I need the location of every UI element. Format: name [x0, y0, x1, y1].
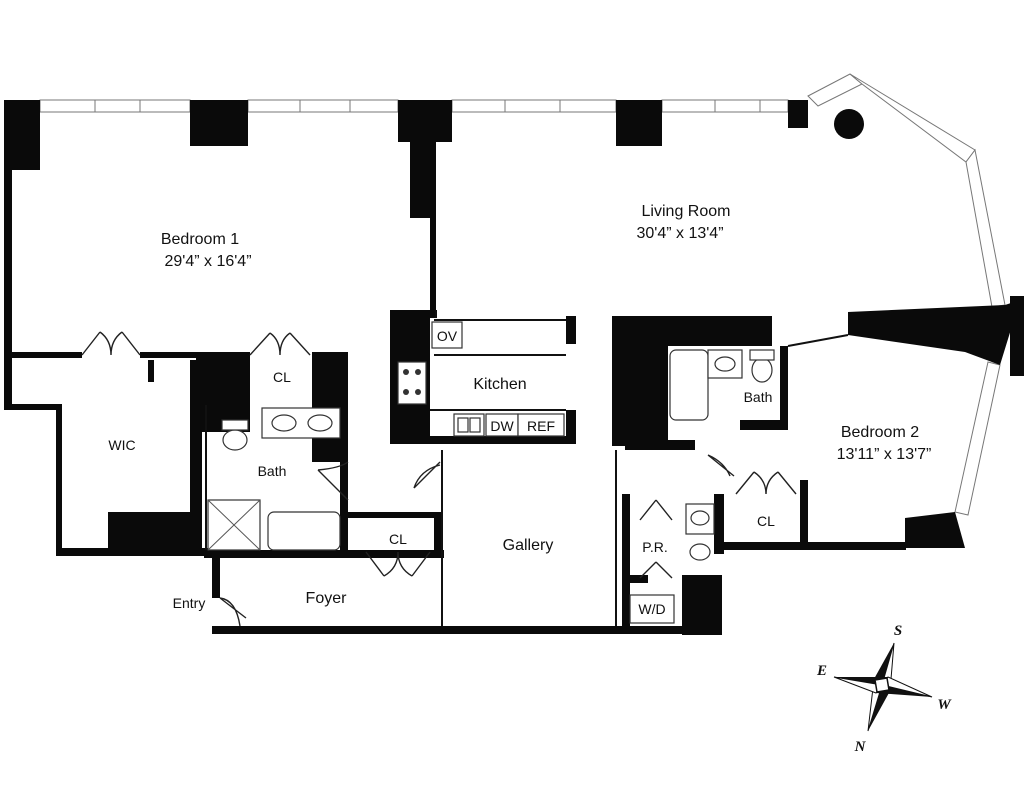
compass-north: N — [854, 739, 867, 755]
foyer-label: Foyer — [306, 590, 348, 607]
closet2-label: CL — [389, 531, 407, 547]
compass-star-icon — [833, 642, 933, 732]
compass-rose: S E W N — [816, 623, 952, 755]
compass-south: S — [894, 623, 902, 639]
doors — [81, 331, 797, 627]
oven-box — [431, 321, 463, 349]
bath1-label: Bath — [258, 463, 287, 479]
kitchen-name: Kitchen — [473, 376, 526, 393]
gallery-label: Gallery — [503, 537, 554, 554]
living-room-size: 30'4” x 13'4” — [636, 225, 723, 242]
powder-room-label: P.R. — [642, 539, 667, 555]
living-room-name: Living Room — [642, 203, 731, 220]
fixtures — [207, 321, 775, 624]
wic-label: WIC — [108, 437, 135, 453]
room-labels: Bedroom 1 29'4” x 16'4” Living Room 30'4… — [108, 203, 931, 617]
oven-label: OV — [437, 328, 458, 344]
interior-lines — [205, 310, 849, 626]
bedroom1-size: 29'4” x 16'4” — [164, 253, 251, 270]
windows-east — [807, 73, 1006, 516]
compass-east: E — [816, 663, 827, 679]
compass-west: W — [937, 697, 952, 713]
walls — [4, 100, 1024, 635]
laundry-label: W/D — [638, 601, 665, 617]
bath2-label: Bath — [744, 389, 773, 405]
entry-label: Entry — [173, 595, 206, 611]
bedroom2-name: Bedroom 2 — [841, 424, 919, 441]
refrigerator-label: REF — [527, 418, 555, 434]
closet3-label: CL — [757, 513, 775, 529]
bedroom2-size: 13'11” x 13'7” — [837, 446, 932, 463]
dishwasher-label: DW — [490, 418, 514, 434]
bedroom1-name: Bedroom 1 — [161, 231, 239, 248]
closet1-label: CL — [273, 369, 291, 385]
